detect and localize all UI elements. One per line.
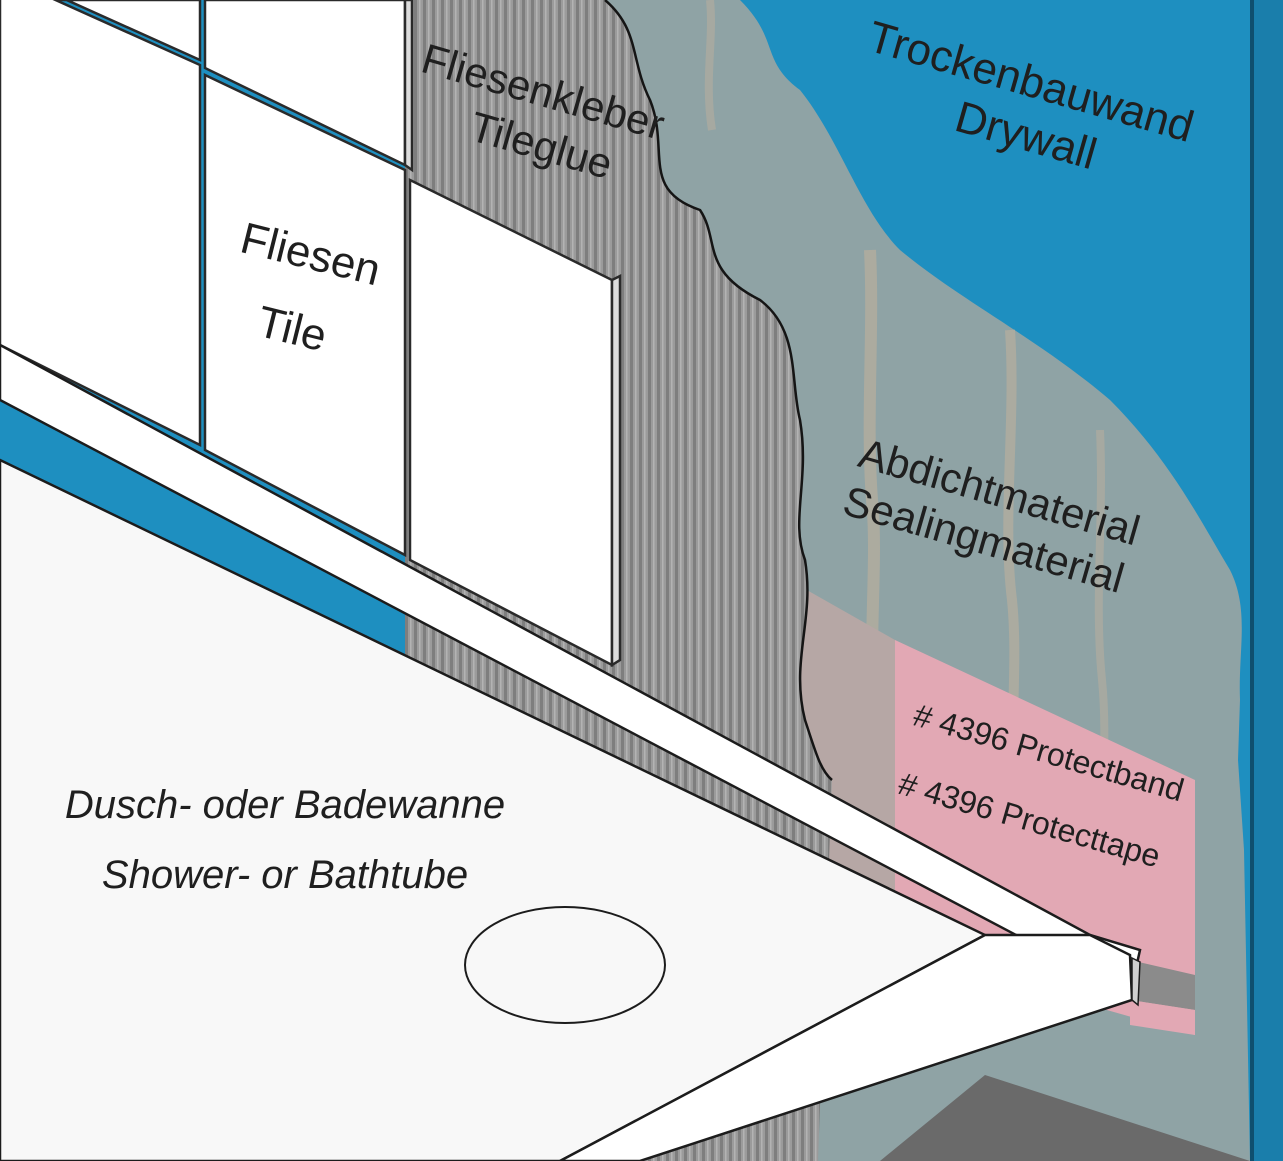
bathtub	[0, 343, 1250, 1161]
drain	[464, 906, 666, 1024]
tub-label-de: Dusch- oder Badewanne	[65, 783, 505, 827]
tile-4	[203, 73, 407, 558]
tile-1	[0, 0, 202, 62]
label-tub: Dusch- oder Badewanne Shower- or Bathtub…	[65, 783, 505, 897]
tiles	[0, 0, 622, 668]
floor	[880, 1075, 1250, 1161]
tile-3	[0, 0, 202, 448]
tub-label-en: Shower- or Bathtube	[102, 853, 468, 897]
